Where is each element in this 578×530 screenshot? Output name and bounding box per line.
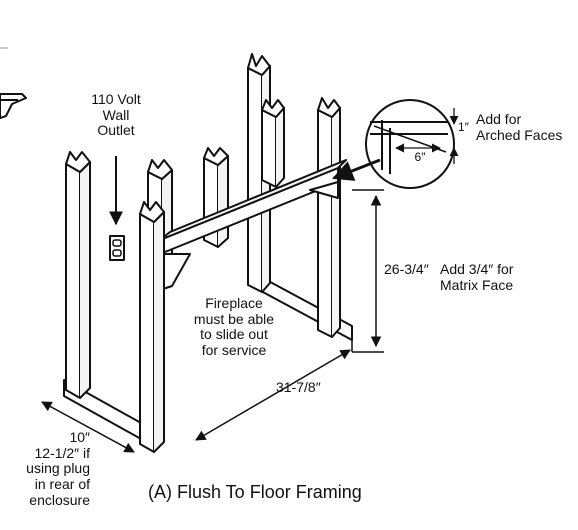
front-left-stud: [65, 151, 91, 399]
diagram-caption: (A) Flush To Floor Framing: [148, 482, 362, 502]
width-dimension-label: 31-7/8″: [276, 379, 321, 395]
arched-faces-label: Add for Arched Faces: [476, 111, 563, 143]
one-inch-label: 1″: [458, 120, 469, 134]
rear-mid-post: [261, 99, 285, 188]
height-dimension-label: 26-3/4″: [384, 261, 429, 277]
right-brace: [309, 181, 339, 199]
outlet-label: 110 Volt Wall Outlet: [91, 91, 141, 139]
matrix-face-label: Add 3/4″ for Matrix Face: [440, 261, 514, 293]
rear-right-stud: [317, 97, 341, 338]
wall-outlet: [109, 235, 125, 261]
six-inch-label: 6″: [414, 150, 426, 164]
front-corner-stud: [139, 201, 165, 453]
arched-face-detail: [365, 99, 459, 189]
height-dimension: [352, 189, 384, 353]
fireplace-note: Fireplace must be able to slide out for …: [193, 295, 275, 359]
detail-pointer-arrow: [332, 158, 381, 181]
depth-dimension: [41, 401, 135, 453]
depth-dimension-label: 10″ 12-1/2″ if using plug in rear of enc…: [26, 429, 90, 508]
width-dimension: [195, 340, 353, 441]
mantel-fragment: [0, 47, 27, 119]
